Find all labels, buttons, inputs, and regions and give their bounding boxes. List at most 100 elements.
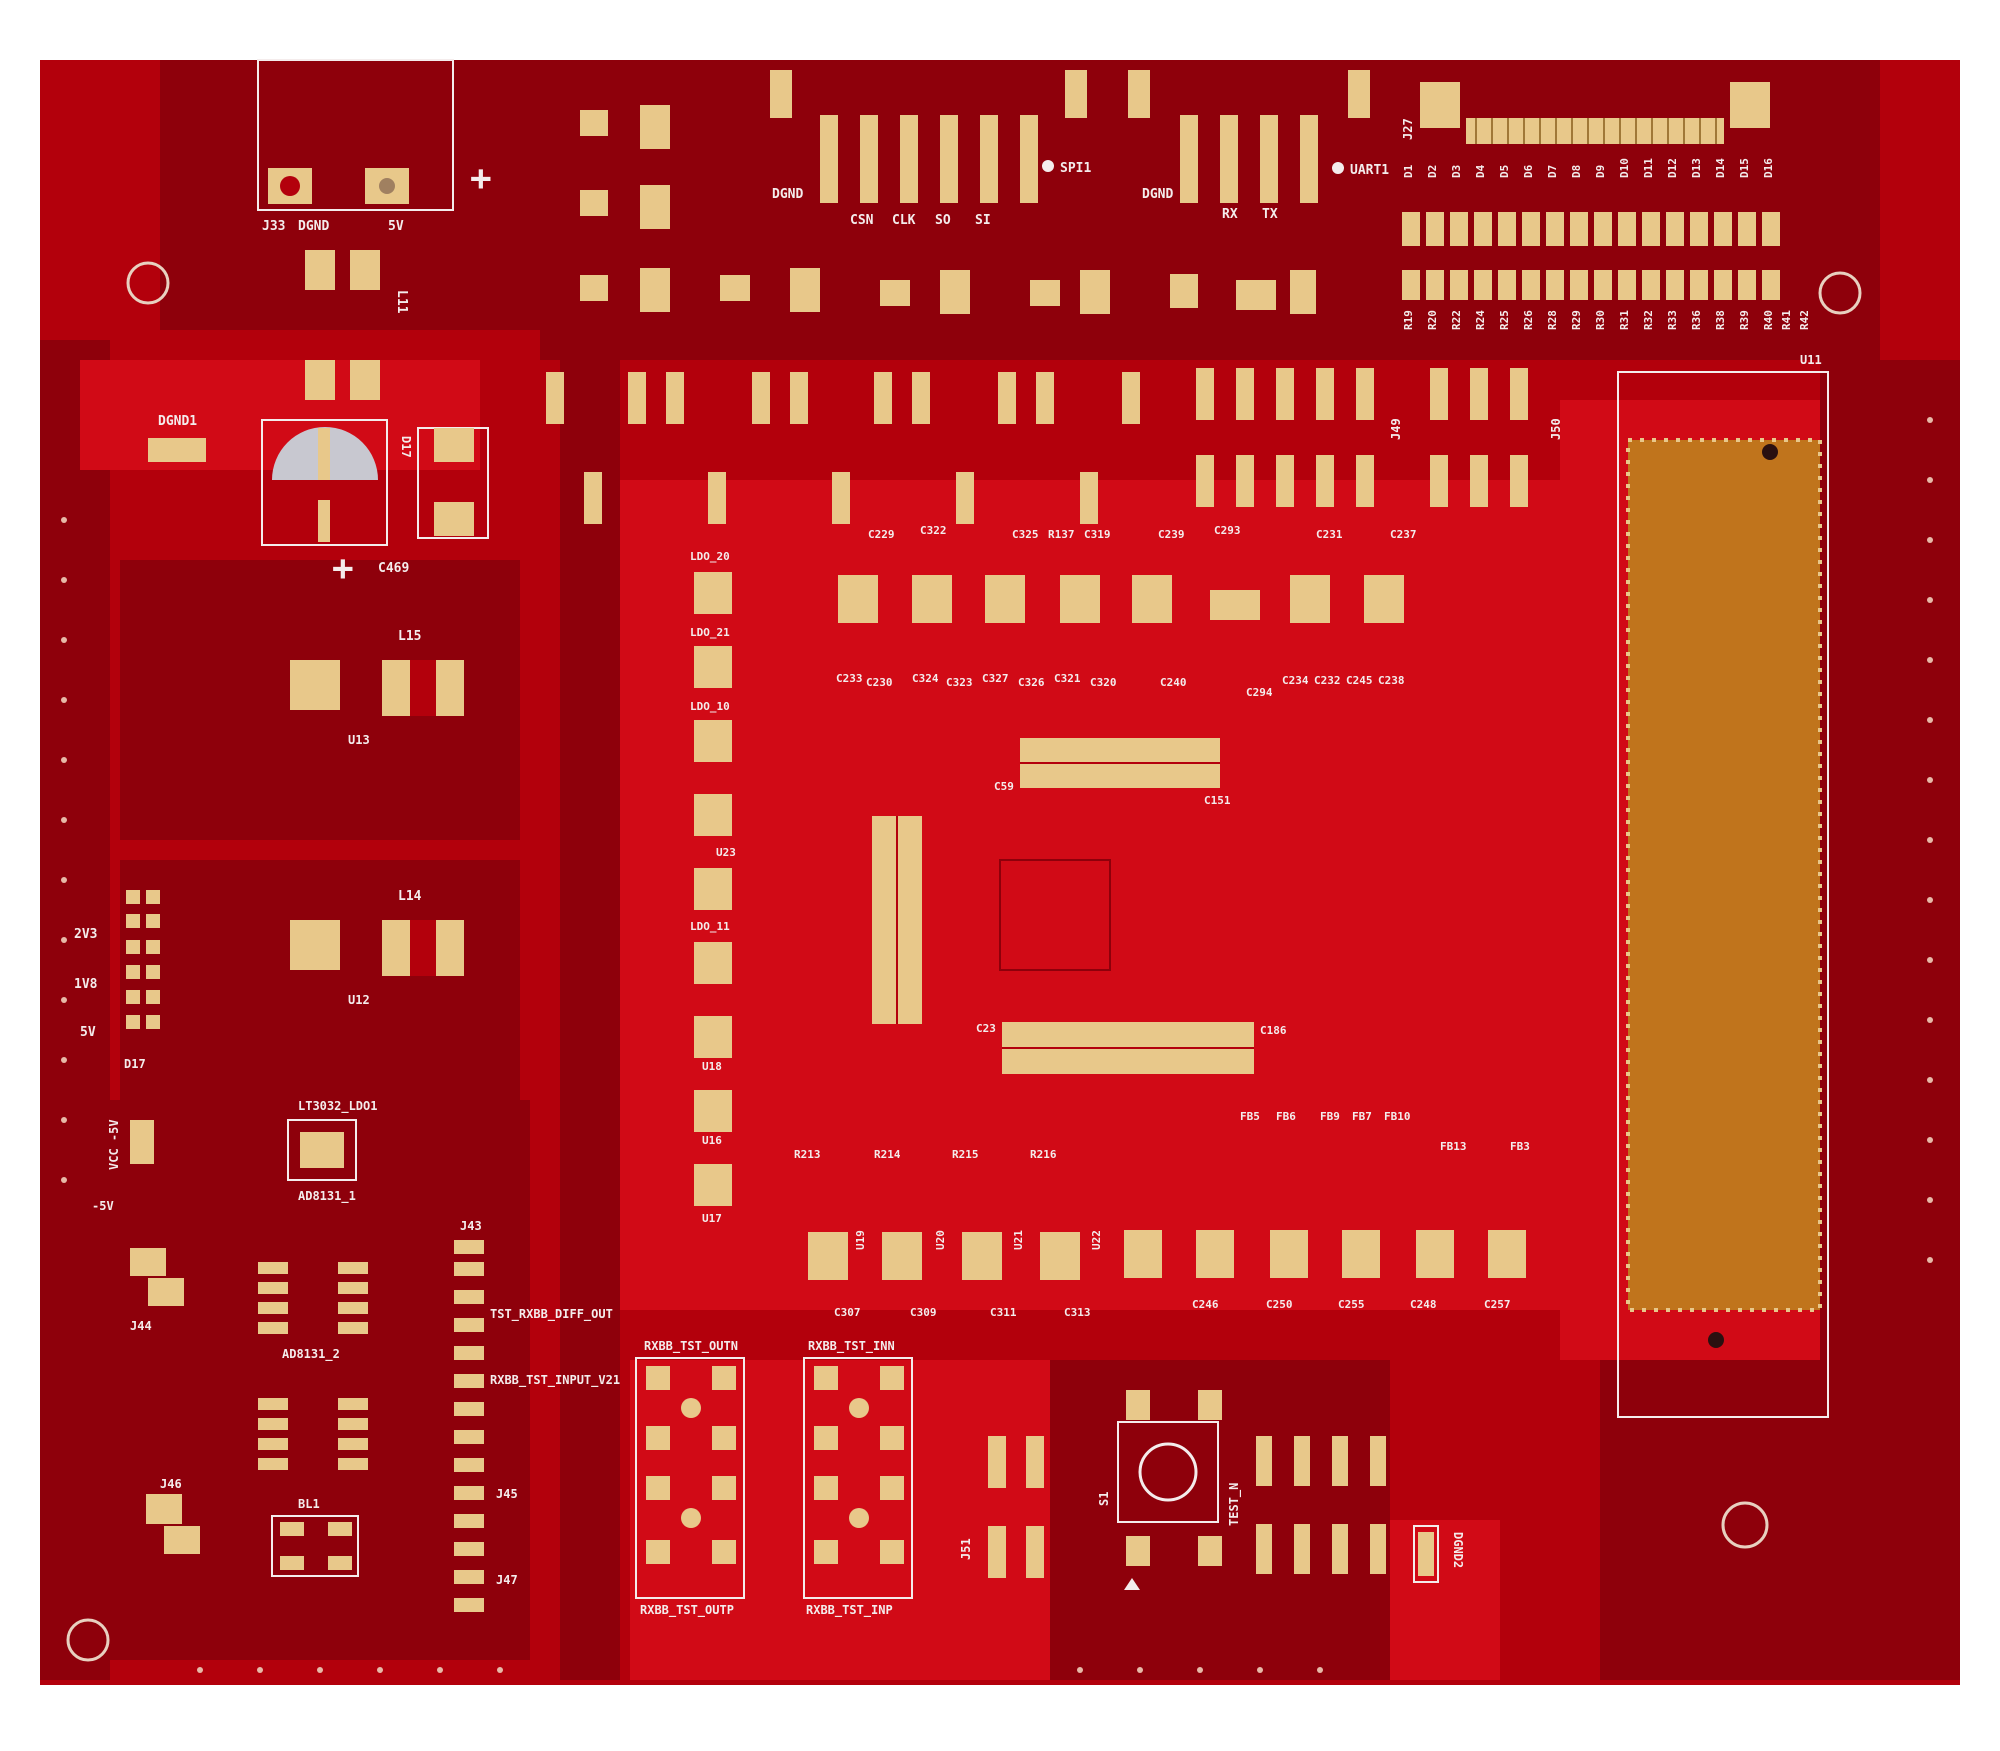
res-label-r38: R38 <box>1714 310 1727 330</box>
led-label-d13: D13 <box>1690 158 1703 178</box>
l14-label: L14 <box>398 889 422 904</box>
cap-label-c240: C240 <box>1160 676 1187 689</box>
j46-sma: J46 <box>146 1477 200 1554</box>
pin1-marker-icon <box>1124 1578 1140 1590</box>
dgnd1-testpoint: DGND1 <box>148 414 206 462</box>
u23-label: U23 <box>716 846 736 859</box>
j50-label: J50 <box>1549 418 1563 440</box>
rxbb-tst-outn-label: RXBB_TST_OUTN <box>644 1339 738 1354</box>
j33-dgnd-label: DGND <box>298 219 329 234</box>
j27-label: J27 <box>1401 118 1415 140</box>
rxbb-test-block-in: RXBB_TST_INN RXBB_TST_INP <box>803 1339 913 1618</box>
rail-labels: 2V3 1V8 5V D17 VCC -5V -5V <box>74 890 160 1213</box>
cap-label-c313: C313 <box>1064 1306 1091 1319</box>
mounting-hole-bottom-right <box>1721 1501 1769 1549</box>
led-label-d5: D5 <box>1498 165 1511 178</box>
via-stitching <box>61 417 1933 1673</box>
led-label-d3: D3 <box>1450 165 1463 178</box>
mounting-hole-top-right <box>1818 271 1862 315</box>
mounting-hole-top-left <box>126 261 170 305</box>
ferrite-bead-row: FB5 FB6 FB9 FB7 FB10 FB13 FB3 <box>1240 1110 1530 1153</box>
u20-label: U20 <box>934 1230 947 1250</box>
test-n-label: TEST_N <box>1227 1483 1242 1526</box>
s1-pushbutton: S1 TEST_N <box>1097 1390 1242 1590</box>
j51-label: J51 <box>959 1538 973 1560</box>
res-label-r31: R31 <box>1618 310 1631 330</box>
cap-label-c248: C248 <box>1410 1298 1437 1311</box>
dgnd1-label: DGND1 <box>158 414 197 429</box>
cap-label-c293: C293 <box>1214 524 1241 537</box>
spi-pin-clk: CLK <box>892 213 916 228</box>
c469-electrolytic-capacitor: + C469 <box>261 419 409 589</box>
spi-pin-si: SI <box>975 213 991 228</box>
rail-neg5v: -5V <box>92 1199 114 1213</box>
res-label-r20: R20 <box>1426 310 1439 330</box>
mounting-hole-bottom-left <box>66 1618 110 1662</box>
rxbb-test-block-out: RXBB_TST_OUTN RXBB_TST_OUTP <box>635 1339 745 1618</box>
res-label-r42: R42 <box>1798 310 1811 330</box>
lt3032-ldo: LT3032_LDO1 <box>287 1099 377 1181</box>
cap-label-c309: C309 <box>910 1306 937 1319</box>
bl1-balun: BL1 <box>271 1497 359 1577</box>
bottom-regulator-row: R213 R214 R215 R216 U19 U20 U21 U22 C307… <box>794 1148 1526 1319</box>
fb-label-fb6: FB6 <box>1276 1110 1296 1123</box>
cap-label-c231: C231 <box>1316 528 1343 541</box>
led-label-d14: D14 <box>1714 158 1727 178</box>
cap-label-c320: C320 <box>1090 676 1117 689</box>
cap-label-c229: C229 <box>868 528 895 541</box>
bl1-label: BL1 <box>298 1497 320 1511</box>
c469-label: C469 <box>378 561 409 576</box>
fb-label-fb7: FB7 <box>1352 1110 1372 1123</box>
cap-label-c233: C233 <box>836 672 863 685</box>
rxbb-tst-outp-label: RXBB_TST_OUTP <box>640 1603 734 1618</box>
led-resistor-pad-array <box>1402 212 1780 300</box>
j46-label: J46 <box>160 1477 182 1491</box>
res-label-r25: R25 <box>1498 310 1511 330</box>
res-label-r215: R215 <box>952 1148 979 1161</box>
led-label-d8: D8 <box>1570 165 1583 178</box>
res-label-r24: R24 <box>1474 310 1487 330</box>
l15-label: L15 <box>398 629 421 644</box>
u16-label: U16 <box>702 1134 722 1147</box>
u17-label: U17 <box>702 1212 722 1225</box>
cap-label-c246: C246 <box>1192 1298 1219 1311</box>
j49-j50-headers: J49 J50 <box>1196 368 1563 507</box>
c186-label: C186 <box>1260 1024 1287 1037</box>
cap-label-c245: C245 <box>1346 674 1373 687</box>
res-label-r214: R214 <box>874 1148 901 1161</box>
spi-pin-csn: CSN <box>850 213 874 228</box>
s1-label: S1 <box>1097 1492 1111 1506</box>
u11-board-to-board-connector: U11 <box>1617 353 1829 1418</box>
u13-buck-converter: L15 U13 <box>290 629 464 747</box>
res-label-r22: R22 <box>1450 310 1463 330</box>
bga-fanout-area <box>999 859 1111 971</box>
led-label-d10: D10 <box>1618 158 1631 178</box>
led-label-d11: D11 <box>1642 158 1655 178</box>
c23-label: C23 <box>976 1022 996 1035</box>
ad8131-2-label: AD8131_2 <box>282 1347 340 1362</box>
jumper-pad-row <box>546 372 1140 524</box>
cap-label-r137: R137 <box>1048 528 1075 541</box>
u11-label: U11 <box>1800 353 1822 367</box>
j45-label: J45 <box>496 1487 518 1501</box>
fb-label-fb10: FB10 <box>1384 1110 1411 1123</box>
res-label-r216: R216 <box>1030 1148 1057 1161</box>
fb-label-fb5: FB5 <box>1240 1110 1260 1123</box>
ldo-label-10: LDO_10 <box>690 700 730 713</box>
fb-label-fb13: FB13 <box>1440 1140 1467 1153</box>
led-label-d2: D2 <box>1426 165 1439 178</box>
led-label-d12: D12 <box>1666 158 1679 178</box>
resistor-row-labels: R19 R20 R22 R24 R25 R26 R28 R29 R30 R31 … <box>1402 310 1811 330</box>
led-label-d7: D7 <box>1546 165 1559 178</box>
ad8131-2-amp: AD8131_2 <box>258 1347 368 1470</box>
uart-pin-tx: TX <box>1262 207 1278 222</box>
uart1-label: UART1 <box>1350 163 1389 178</box>
spi-pin-so: SO <box>935 213 951 228</box>
rxbb-tst-input-v21-label: RXBB_TST_INPUT_V21 <box>490 1373 620 1388</box>
spi1-header: DGND CSN CLK SO SI SPI1 <box>770 70 1091 228</box>
led-label-d4: D4 <box>1474 164 1487 178</box>
j49-label: J49 <box>1389 418 1403 440</box>
cap-label-c239: C239 <box>1158 528 1185 541</box>
u13-label: U13 <box>348 733 370 747</box>
led-label-d1: D1 <box>1402 164 1415 178</box>
